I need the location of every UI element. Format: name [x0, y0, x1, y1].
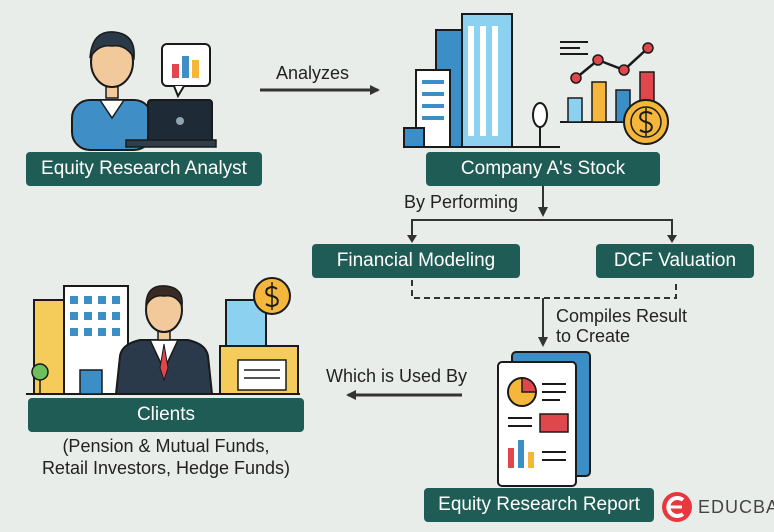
node-financial-modeling: Financial Modeling: [312, 244, 520, 278]
dashed-merge-line: [411, 280, 677, 299]
node-report-label: Equity Research Report: [438, 494, 640, 515]
clients-detail-line-2: Retail Investors, Hedge Funds): [41, 458, 291, 478]
brand-name: EDUCBA: [698, 497, 774, 517]
node-analyst-label: Equity Research Analyst: [41, 158, 247, 179]
node-stock-label: Company A's Stock: [460, 158, 626, 179]
educba-logo-icon: [662, 492, 692, 522]
node-company-stock: Company A's Stock: [426, 152, 660, 186]
edge-label-analyzes: Analyzes: [276, 63, 350, 83]
company-stock-illustration-icon: [403, 13, 669, 148]
edge-label-used-by: Which is Used By: [326, 366, 468, 386]
edge-label-compiles-2: to Create: [556, 326, 631, 346]
edge-label-by-performing: By Performing: [404, 192, 519, 212]
report-illustration-icon: [497, 351, 591, 487]
clients-illustration-icon: [26, 277, 300, 395]
node-clients-label: Clients: [136, 404, 196, 425]
branch-line: [411, 219, 673, 240]
node-equity-research-analyst: Equity Research Analyst: [26, 152, 262, 186]
clients-detail-line-1: (Pension & Mutual Funds,: [62, 436, 270, 456]
node-dcf-valuation: DCF Valuation: [596, 244, 754, 278]
analyst-illustration-icon: [71, 31, 217, 151]
edge-label-compiles-1: Compiles Result: [556, 306, 688, 326]
node-equity-research-report: Equity Research Report: [424, 488, 654, 522]
node-modeling-label: Financial Modeling: [336, 250, 496, 271]
node-clients: Clients: [28, 398, 304, 432]
node-dcf-label: DCF Valuation: [613, 250, 737, 271]
